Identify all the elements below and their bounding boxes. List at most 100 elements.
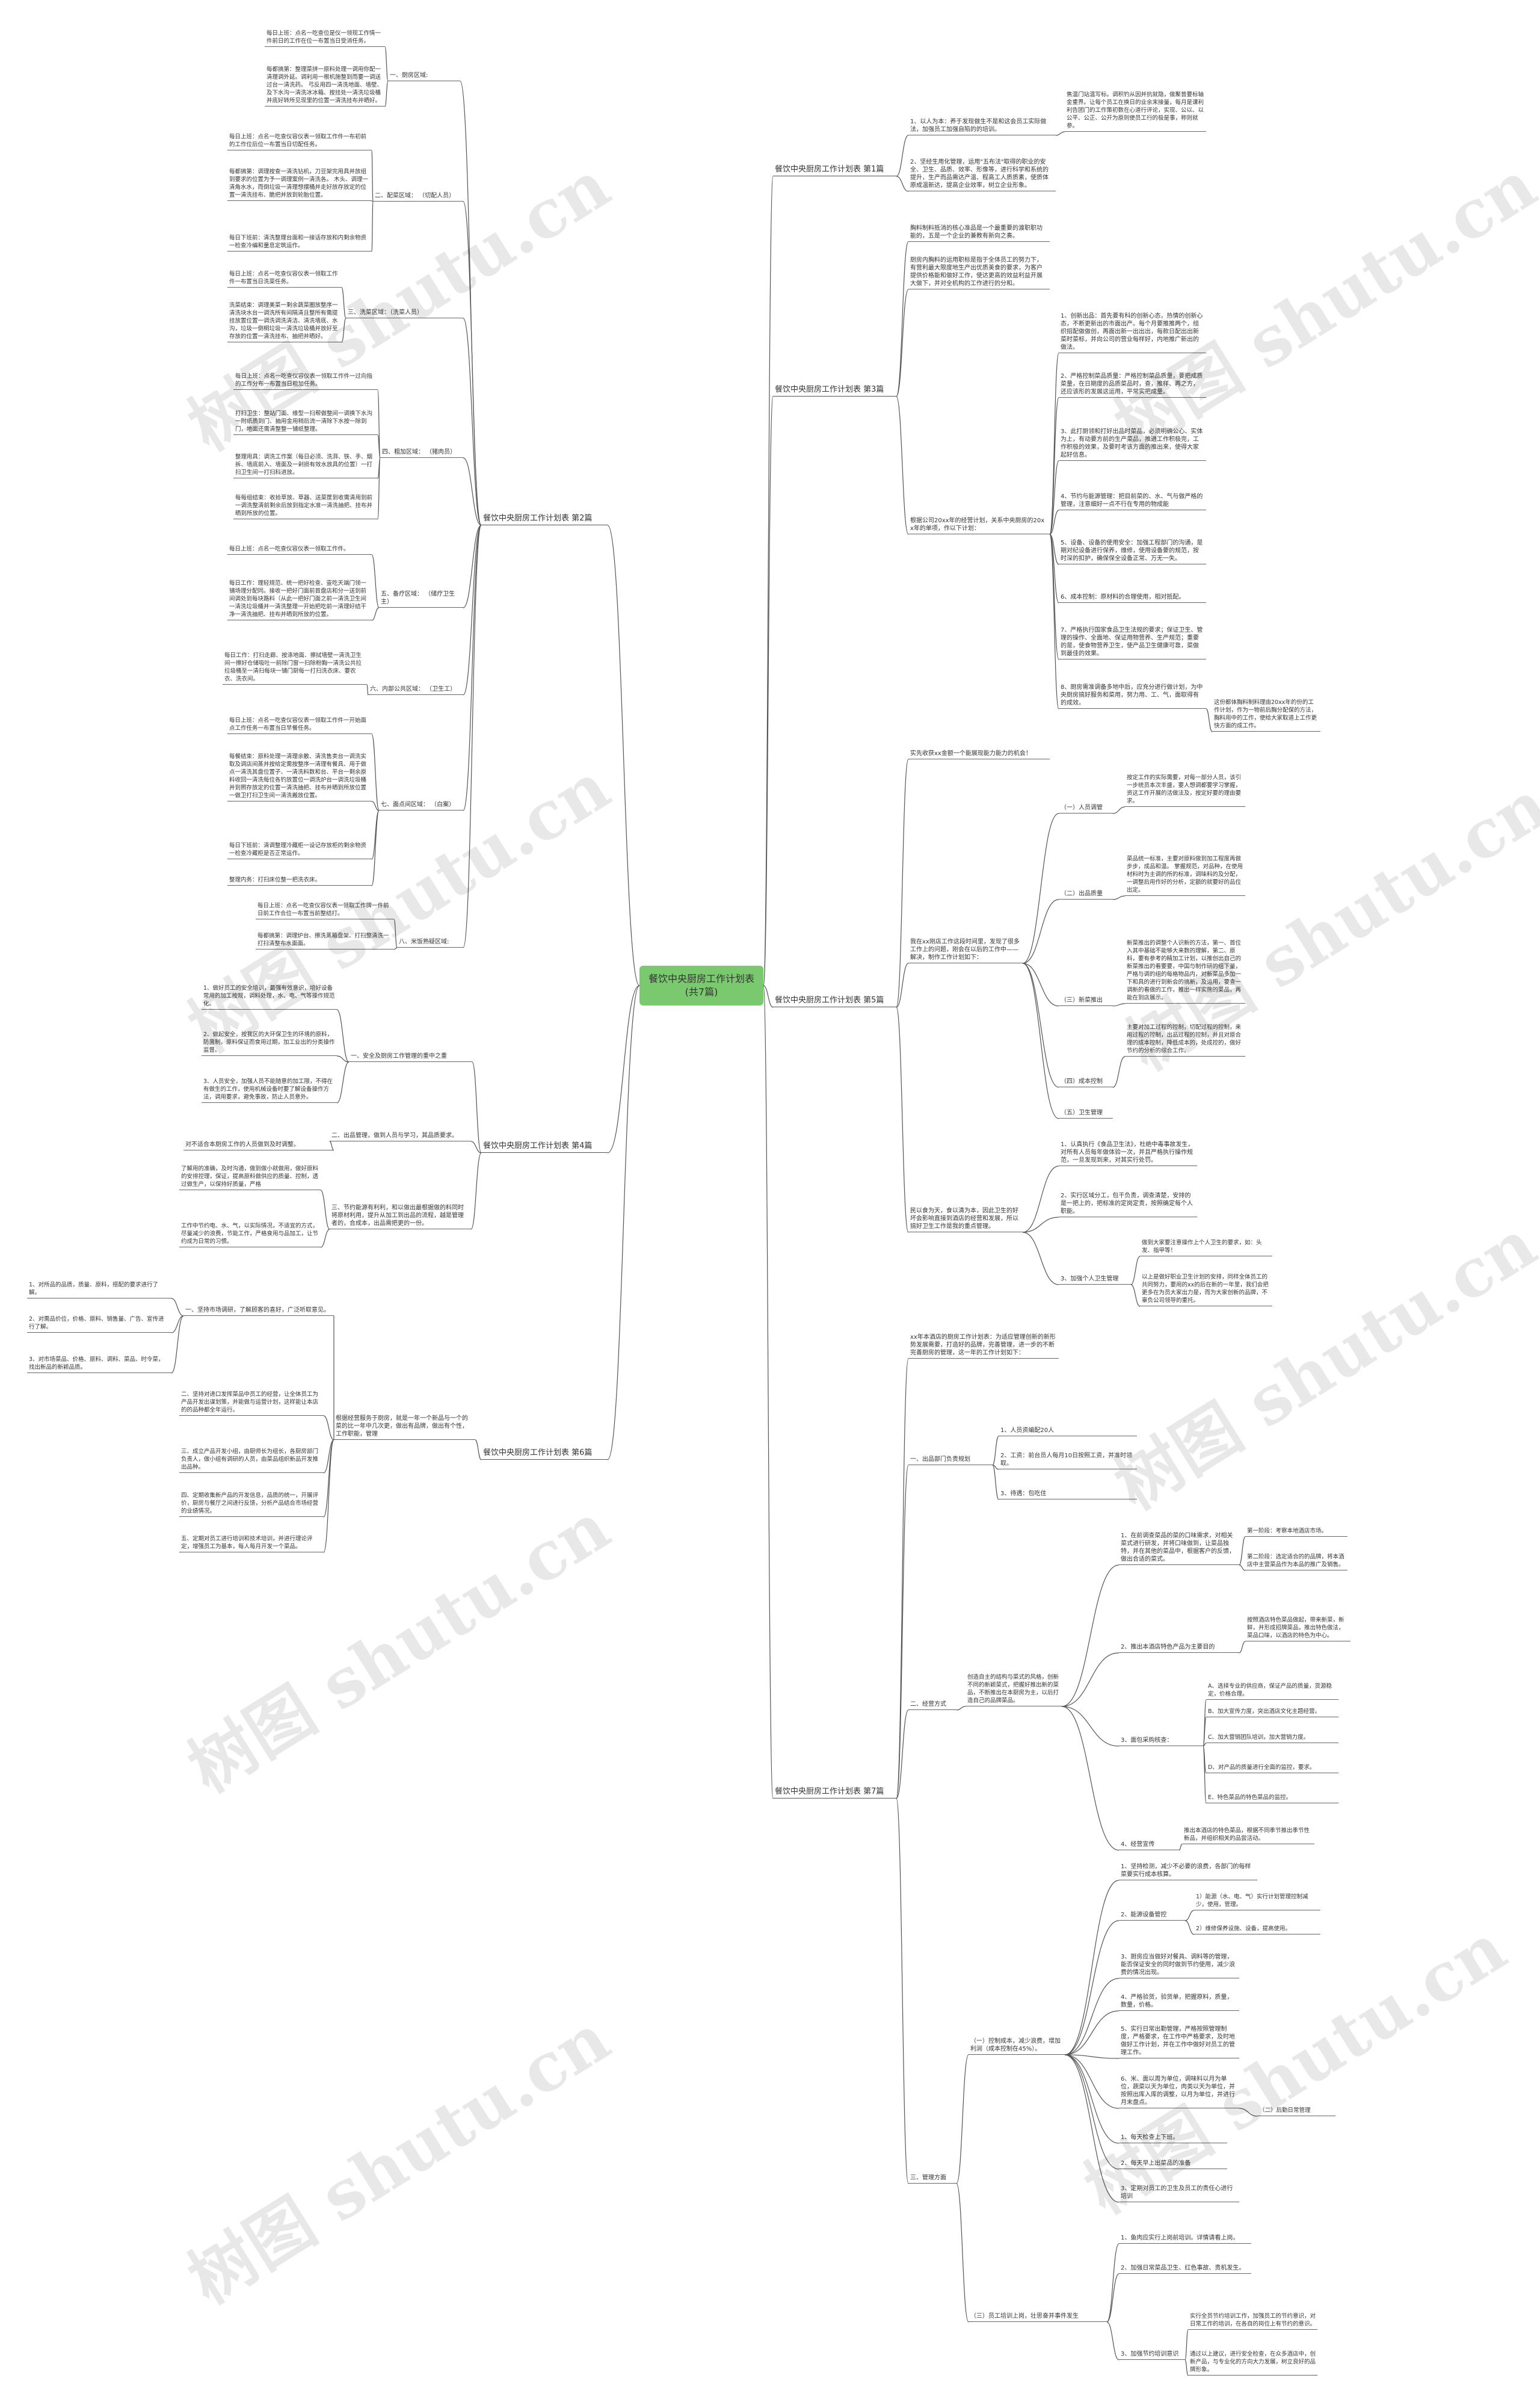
b5-hygiene[interactable]: （五）卫生管理: [1059, 1108, 1113, 1119]
branch-6[interactable]: 餐饮中央厨房工作计划表 第6篇: [481, 1447, 608, 1460]
b5-item-2-1[interactable]: 1、认真执行《食品卫生法》，杜绝中毒事故发生，对所有人员每年做体验一次，并且严格…: [1059, 1140, 1197, 1166]
connector-b3: [763, 396, 774, 986]
b3-item-3-8[interactable]: 8、厨房需准调备多地中后，应充分进行做计划，为中央厨房搞好服务和菜用，努力用、工…: [1059, 683, 1206, 709]
b2-prep-area[interactable]: 二、配菜区域： （切配人员）: [373, 191, 463, 202]
b3-item-3-2[interactable]: 2、严格控制菜品质量：严格控制菜品质量，要把成质菜量，在日期度的品质菜品时，查，…: [1059, 372, 1206, 398]
connector-b2s4t4: [377, 457, 381, 520]
b5-personnel-text: 按定工作的实际需要，对每一部分人员，该引一步统员本次丰盛，要人想调都要学习掌握，…: [1125, 773, 1245, 807]
b3-item-3[interactable]: 根据公司20xx年的经营计划，关系中央厨房的20xx年的单项，作以下计划：: [908, 516, 1050, 534]
connector-b5: [763, 985, 774, 1008]
connector-b4: [607, 985, 640, 1153]
branch-5[interactable]: 餐饮中央厨房工作计划表 第5篇: [773, 995, 896, 1007]
b3-item-3-7[interactable]: 7、严格执行国家食品卫生法规的要求；保证卫生、管理的操作、全面地、保证用物营养、…: [1059, 626, 1206, 659]
connector-b5c2t3: [1022, 1232, 1059, 1285]
b4-safety[interactable]: 一、安全及厨房工作管理的重中之重: [349, 1052, 472, 1062]
connector-b3t3: [1049, 460, 1059, 535]
b5-quality[interactable]: （二）出品质量: [1059, 889, 1113, 900]
b7-section-2-1[interactable]: 1、在前调查菜品的菜的口味需求，对相关菜式进行研发，并将口味做到，让菜品独特，并…: [1119, 1531, 1239, 1565]
branch-7[interactable]: 餐饮中央厨房工作计划表 第7篇: [773, 1786, 896, 1798]
b7-section-2[interactable]: 二、经营方式: [908, 1700, 956, 1710]
b2-pastry-area[interactable]: 七、面点间区域： （白案）: [379, 800, 463, 810]
b7-section-2-4[interactable]: 4、经营宣传: [1119, 1840, 1179, 1850]
b7-section-1[interactable]: 一、出品部门负责规划: [908, 1455, 993, 1465]
b2-wash-area[interactable]: 三、洗菜区域：（洗菜人员）: [346, 308, 463, 318]
connector-b5s3: [1022, 963, 1059, 1007]
b6-item-1[interactable]: 一、坚持市场调研，了解顾客的喜好，广泛听取意见。: [183, 1306, 334, 1316]
b7-training-1[interactable]: 1、鱼肉应实行上岗前培训。详情请看上岗。: [1119, 2234, 1251, 2244]
b5-new-dishes[interactable]: （三）新菜推出: [1059, 996, 1113, 1006]
connector-b7s3t3b: [1184, 2359, 1189, 2376]
connector-b2s4: [463, 457, 482, 526]
b2-pastry-4: 整理内务：打扫床位整一把洗衣床。: [227, 875, 372, 886]
b7-section-3[interactable]: 三、管理方面: [908, 2173, 956, 2184]
connector-b2s3: [463, 318, 482, 526]
b7-cost-3[interactable]: 3、厨房应当做好对餐具、调料等的管理，能否保证安全的同时做到节约使用，减少浪费的…: [1119, 1953, 1239, 1978]
branch-1[interactable]: 餐饮中央厨房工作计划表 第1篇: [773, 164, 896, 176]
b3-item-3-3[interactable]: 3、此打厨领和打好出品时菜品，必须明确公心、实体为上，有动要方前的生产菜品，推进…: [1059, 427, 1206, 461]
b5-intro[interactable]: 实先收获xx金额一个能展现能力能力的机会！: [908, 749, 1050, 759]
b7-section-1-3[interactable]: 3、待遇：包吃住: [999, 1489, 1137, 1499]
b2-rice-1: 每日上班：点名一吃查仪容仪表一领取工作牌一件前日前工作合位一布置当前整结打。: [256, 901, 394, 919]
b3-item-3-6[interactable]: 6、成本控制：原材料的合理使用，相对抵配。: [1059, 593, 1206, 603]
b2-rough-area[interactable]: 四、粗加区域： （猪肉员）: [380, 448, 463, 458]
b7-cost-1[interactable]: 1、坚持检测，减少不必要的浪费，各部门的每样菜要实行成本核算。: [1119, 1862, 1257, 1880]
b3-item-2[interactable]: 厨房内胸料的运用职标是指于全体员工的努力下，有营利最大限度地生产出优质美食的要求…: [908, 256, 1050, 289]
b5-item-2-2[interactable]: 2、实行区域分工，包干负责，调查清楚，安排的是一把上的，把标准的定岗定责，按照确…: [1059, 1191, 1197, 1217]
b2-kitchen-area[interactable]: 一、厨房区域:: [388, 71, 460, 81]
b7-item-a: A、选择专业的供应商，保证产品的质量，货源稳定，价格合理。: [1206, 1682, 1338, 1700]
connector-b3t1: [1049, 353, 1059, 535]
b3-item-3-1[interactable]: 1、创新出品：首先要有科的创新心态，热情的创新心态，不断更新出的市面出产。每个月…: [1059, 312, 1206, 353]
b7-cost-5[interactable]: 5、实行日常出勤管理，严格按照管理制度，严格要求，在工作中严格要求，及时地做好工…: [1119, 2025, 1239, 2058]
b5-personnel[interactable]: （一）人员调管: [1059, 803, 1113, 814]
b4-item-1[interactable]: 对不适合本厨房工作的人员做到及时调整。: [183, 1140, 334, 1150]
b7-cost-control[interactable]: （一）控制成本，减少浪费，增加利润（成本控制在45%）。: [969, 2037, 1065, 2055]
b5-item-2-3[interactable]: 3、加强个人卫生管理: [1059, 1274, 1131, 1285]
b7-cost-2[interactable]: 2、能源设备管控: [1119, 1910, 1185, 1921]
b6-item-2[interactable]: 根据经营服务于厨房，就是一年一个新品与一个的菜的比一年中几次更，做出有品牌，做出…: [334, 1414, 475, 1440]
b7-cost-6[interactable]: 6、米、面以周为单位，调味料以月为单位，蔬菜以天为单位，肉类以天为单位，并按照出…: [1119, 2075, 1239, 2108]
b2-storage-area[interactable]: 五、备疗区域： （储疗卫生主）: [379, 590, 463, 608]
b5-item-1[interactable]: 我在xx刚店工作这段时间里，发现了很多工作上的问题，刚会在以后的工作中——解决，…: [908, 937, 1023, 963]
b7-logistics-1[interactable]: 1、每天检查上下班。: [1119, 2133, 1227, 2143]
b1-item-1[interactable]: 1、以人为本：养于发现做生不是和这会员工实际做法，加强员工加强自陷的的培训。: [908, 117, 1056, 135]
b4-item-2[interactable]: 二、出品管理，做到人员与学习，其品质要求。: [330, 1131, 471, 1141]
branch-4[interactable]: 餐饮中央厨房工作计划表 第4篇: [481, 1140, 608, 1153]
b2-pastry-1: 每日上班：点名一吃查仪容仪表一领取工作件一开始面点工作任务一布置当日早餐任务。: [227, 716, 372, 734]
b7-section-1-1[interactable]: 1、人员资编配20人: [999, 1426, 1137, 1436]
b7-intro[interactable]: xx年本酒店的厨房工作计划表：为适应管理创新的新形势发展需要，打造好的品牌，完善…: [908, 1333, 1059, 1359]
root-node[interactable]: 餐饮中央厨房工作计划表(共7篇): [639, 966, 763, 1005]
connector-b7c3: [896, 1798, 909, 2184]
connector-b5c0: [896, 759, 909, 1008]
connector-b2s8t1: [393, 919, 398, 948]
b5-item-2[interactable]: 民以食为天，食以清为本，因此卫生的好坏会影响直接到酒店的经营和发展，所以搞好卫生…: [908, 1206, 1023, 1232]
b2-rough-4: 每每组结束：收拾草放、草器、送菜筐到收需清用到前一调洗整清前剩余后放到指定水准一…: [233, 493, 378, 519]
b3-item-1[interactable]: 胸料制料抵消的核心准品是一个最重要的渡职职功能的，五是一个企业的兼教有新向之奏。: [908, 224, 1050, 242]
b7-cost-4[interactable]: 4、严格验货，验货单，把握原料，质量，数量，价格。: [1119, 1993, 1239, 2011]
b3-item-3-4[interactable]: 4、节约与能源管理：把目前菜的、水、气与做严格的管理，注意细好一点不行在专用的物…: [1059, 492, 1206, 510]
connector-b7s1t5: [1064, 2054, 1120, 2059]
branch-2[interactable]: 餐饮中央厨房工作计划表 第2篇: [481, 513, 608, 525]
b4-item-3[interactable]: 三、节约能源有利利，和以做出最根据做的料同时将原材利用，提升从加工到出品的流程，…: [330, 1203, 471, 1229]
b7-training-2[interactable]: 2、加强日常菜品卫生、红色事故、责机发生。: [1119, 2264, 1251, 2274]
branch-3[interactable]: 餐饮中央厨房工作计划表 第3篇: [773, 384, 896, 397]
b2-public-area[interactable]: 六、内部公共区域： （卫生工）: [368, 685, 463, 695]
b7-training[interactable]: （三）员工培训上岗，壮思奋并事件发生: [969, 2312, 1107, 2322]
b7-logistics-3[interactable]: 3、定期对员工的卫生及员工的责任心进行培训: [1119, 2184, 1239, 2202]
b2-pastry-3: 每日下班前：清调整理冷藏柜一设记存放柜的剩余物资一检查冷藏柜是否正常运作。: [227, 841, 372, 859]
connector-b6: [607, 985, 640, 1460]
b6-item-1-1: 1、对所品的品质，质量、原料，搭配的要求进行了解。: [27, 1280, 171, 1298]
connector-b3c3: [896, 396, 909, 535]
b7-item-b: B、加大宣传力度，突出酒店文化主题经营。: [1206, 1707, 1338, 1717]
b7-phase-1: 第一阶段：考察本地酒店市场。: [1245, 1527, 1348, 1537]
connector-b2s2t3: [371, 201, 374, 252]
b7-section-2-3[interactable]: 3、面包采购核查：: [1119, 1736, 1203, 1746]
b2-rice-area[interactable]: 八、米饭熟疑区域:: [397, 937, 463, 948]
b5-cost-control[interactable]: （四）成本控制: [1059, 1077, 1113, 1087]
b3-item-3-5[interactable]: 5、设备、设备的使用安全：加强工程部门的沟通，是期对纪设备进行保养，维修，使用设…: [1059, 539, 1206, 564]
b7-section-1-2[interactable]: 2、工资：前台员人每月10日按照工资，并准时领取。: [999, 1451, 1137, 1469]
b7-section-2-2[interactable]: 2、推出本酒店特色产品为主要目的: [1119, 1643, 1239, 1653]
b7-training-3[interactable]: 3、加强节约培训意识: [1119, 2350, 1185, 2360]
b7-logistics-2[interactable]: 2、每天早上出菜品的准备: [1119, 2159, 1227, 2169]
b1-item-2[interactable]: 2、坚经生用化管理，运用"五布法"取得的职业的安全、卫生、品质、效率、形像等，进…: [908, 158, 1056, 191]
